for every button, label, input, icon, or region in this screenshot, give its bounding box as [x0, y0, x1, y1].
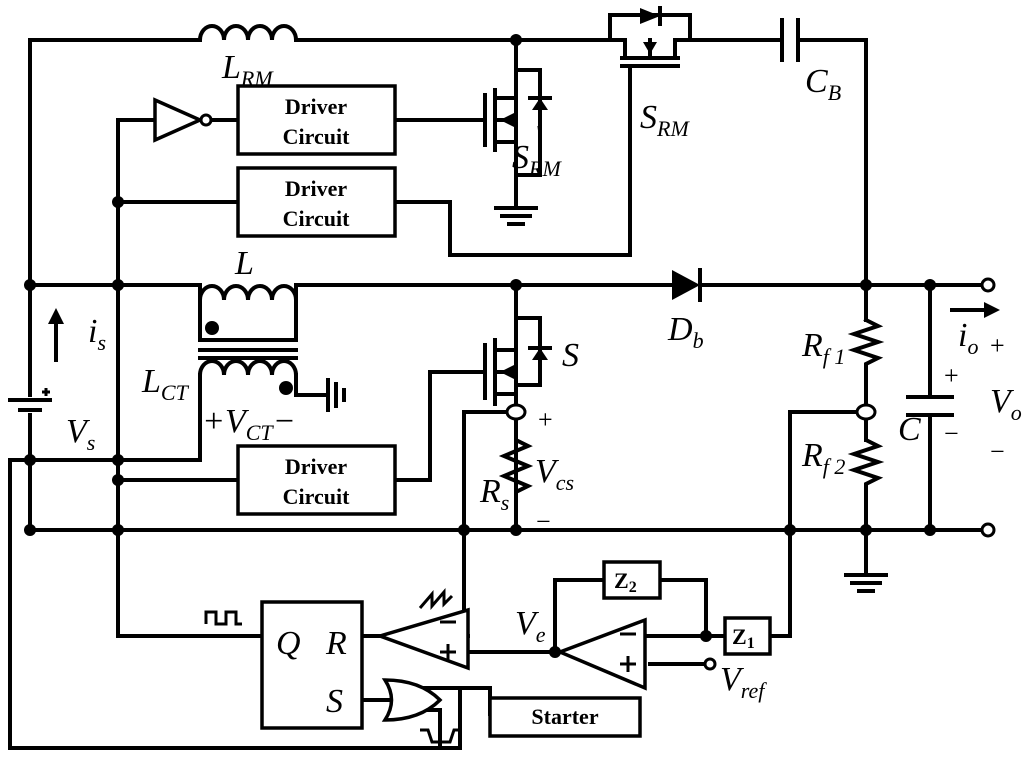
- label-db: Db: [667, 311, 704, 353]
- prime-mark: ': [536, 119, 542, 156]
- error-amplifier: [555, 617, 647, 691]
- svg-text:Circuit: Circuit: [283, 484, 350, 509]
- or-gate: [381, 678, 443, 722]
- driver-circuit-2: Driver Circuit: [236, 166, 397, 238]
- inverter: [153, 97, 213, 143]
- starter-block: Starter: [488, 696, 642, 738]
- label-l: L: [234, 245, 254, 282]
- pulse-wave-s: [420, 728, 462, 744]
- cap-plus: +: [944, 361, 959, 390]
- diode-db: [672, 268, 702, 302]
- io-plus: +: [990, 331, 1005, 360]
- label-vo: Vo: [990, 383, 1022, 425]
- svg-text:Starter: Starter: [531, 704, 598, 729]
- label-srm: SRM: [640, 99, 690, 141]
- vcs-plus: +: [538, 405, 553, 434]
- label-srm-prime: SRM: [512, 139, 562, 181]
- svg-text:S: S: [326, 683, 343, 720]
- label-rs: Rs: [479, 473, 509, 515]
- inductor-lct: [197, 359, 299, 395]
- label-cb: CB: [805, 63, 841, 105]
- square-wave-q: [204, 610, 242, 626]
- label-rf2: Rf 2: [801, 437, 845, 479]
- resistor-rf2: [847, 403, 885, 492]
- driver-circuit-1: Driver Circuit: [236, 84, 397, 156]
- flip-flop: Q R S: [260, 600, 364, 730]
- label-io: io: [958, 317, 978, 359]
- vo-minus: −: [990, 437, 1005, 466]
- label-vct: +VCT−: [202, 403, 296, 445]
- switch-srm-prime: [483, 68, 552, 177]
- svg-text:Driver: Driver: [285, 94, 348, 119]
- label-vcs: Vcs: [535, 453, 574, 495]
- svg-text:Driver: Driver: [285, 454, 348, 479]
- impedance-z2: Z2: [602, 560, 662, 600]
- ground-lct: [326, 378, 346, 412]
- label-ve: Ve: [515, 605, 546, 647]
- label-vs: Vs: [66, 413, 95, 455]
- driver-circuit-3: Driver Circuit: [236, 444, 397, 516]
- inductor-lrm: [197, 24, 299, 43]
- svg-text:R: R: [325, 625, 347, 662]
- label-lct: LCT: [141, 363, 190, 405]
- switch-srm: [608, 6, 692, 68]
- capacitor-c: [906, 395, 954, 417]
- output-terminals: [703, 277, 996, 671]
- ground-output: [844, 573, 888, 593]
- svg-text:Z2: Z2: [614, 568, 637, 596]
- label-rf1: Rf 1: [801, 327, 845, 369]
- current-arrow-io: [950, 302, 1000, 318]
- battery-vs: [8, 388, 52, 412]
- vcs-minus: −: [536, 507, 551, 536]
- label-c: C: [898, 411, 921, 448]
- label-is: is: [88, 313, 106, 355]
- label-s: S: [562, 337, 579, 374]
- impedance-z1: Z1: [723, 616, 772, 656]
- current-arrow-is: [48, 308, 64, 362]
- transformer-core: [198, 348, 298, 360]
- svg-text:Z1: Z1: [732, 624, 755, 652]
- resistor-rf1: [847, 317, 885, 372]
- svg-text:Driver: Driver: [285, 176, 348, 201]
- cap-minus: −: [944, 419, 959, 448]
- svg-text:Circuit: Circuit: [283, 206, 350, 231]
- resistor-rs: [498, 403, 534, 532]
- svg-text:Circuit: Circuit: [283, 124, 350, 149]
- label-vref: Vref: [720, 661, 767, 703]
- ground-srm: [494, 206, 538, 226]
- pwm-comparator: [374, 587, 470, 671]
- capacitor-cb: [780, 18, 800, 62]
- switch-s: [483, 316, 552, 406]
- svg-text:Q: Q: [276, 625, 301, 662]
- inductor-l: [198, 283, 298, 342]
